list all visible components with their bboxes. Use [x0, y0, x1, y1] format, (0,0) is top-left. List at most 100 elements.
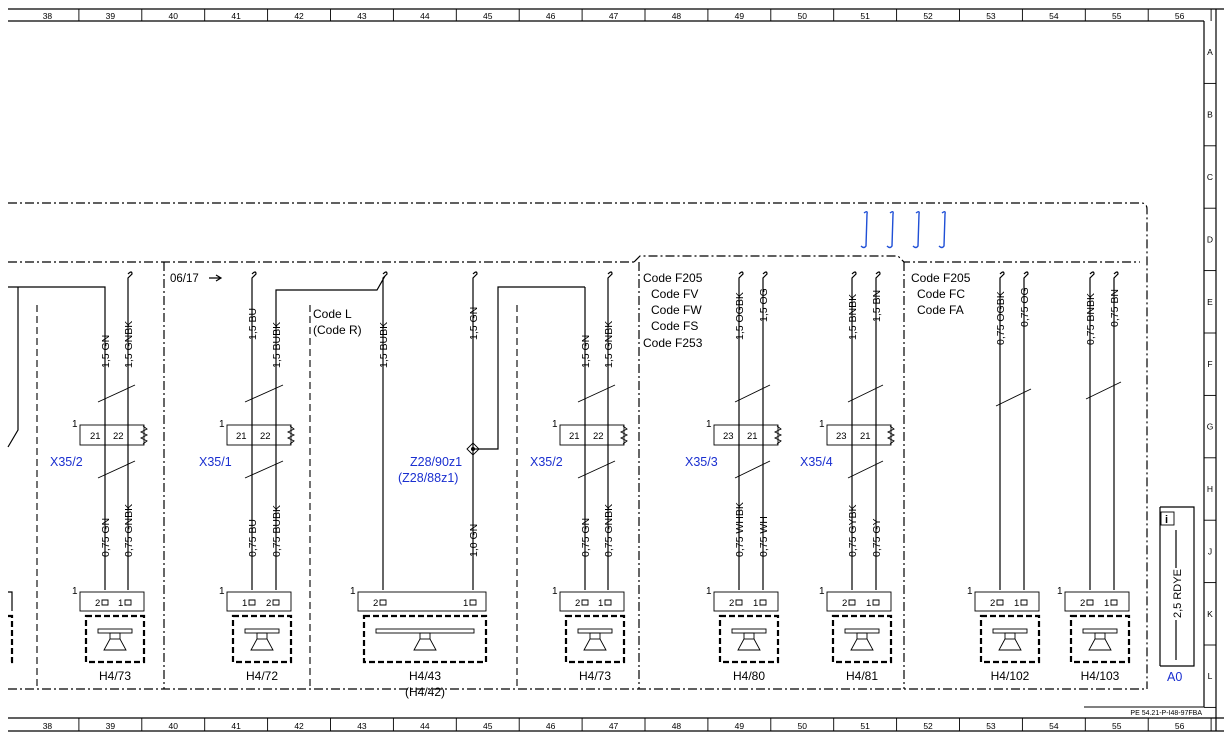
svg-text:Code F253: Code F253: [643, 336, 703, 350]
row-letter: C: [1207, 172, 1213, 182]
a0-wire-label: 2,5 RDYE: [1172, 569, 1184, 618]
speaker-partial-left: [8, 591, 14, 664]
column-number: 40: [169, 11, 179, 21]
column-number: 55: [1112, 721, 1122, 731]
column-number: 51: [860, 721, 870, 731]
shield-bus-symbols: [860, 211, 946, 249]
connector-z28-90z1: Z28/90z1: [410, 455, 462, 469]
column-number: 38: [43, 721, 53, 731]
channel-h4-103-wires: 0,75 BNBK 0,75 BN: [1085, 271, 1122, 590]
column-number: 43: [357, 721, 367, 731]
connector-x35-4: X35/4: [800, 455, 833, 469]
speaker-label: H4/81: [846, 669, 878, 683]
row-letter: A: [1207, 47, 1213, 57]
note-date: 06/17: [170, 273, 199, 285]
connector-z28-88z1: (Z28/88z1): [398, 471, 458, 485]
column-number: 49: [735, 11, 745, 21]
column-number: 52: [923, 11, 933, 21]
svg-text:1,5 GNBK: 1,5 GNBK: [603, 321, 615, 368]
svg-text:1: 1: [72, 586, 78, 597]
speaker-label: H4/73: [99, 669, 131, 683]
svg-text:1,0 GN: 1,0 GN: [468, 524, 480, 557]
svg-text:1: 1: [819, 586, 825, 597]
column-number: 50: [798, 721, 808, 731]
svg-text:2: 2: [266, 598, 271, 609]
svg-text:1: 1: [219, 586, 225, 597]
svg-text:2: 2: [95, 598, 100, 609]
code-l: Code L: [313, 307, 352, 321]
column-number: 46: [546, 721, 556, 731]
column-number: 41: [231, 11, 241, 21]
a0-label: A0: [1167, 670, 1182, 684]
svg-text:1,5 BN: 1,5 BN: [871, 290, 883, 322]
enclosure-lines: [8, 202, 1148, 690]
svg-text:2: 2: [842, 598, 847, 609]
arrow-icon: [209, 274, 223, 282]
svg-text:23: 23: [836, 431, 847, 442]
column-number: 45: [483, 721, 493, 731]
column-number: 48: [672, 721, 682, 731]
svg-text:1: 1: [967, 586, 973, 597]
info-icon[interactable]: i: [1165, 514, 1168, 526]
svg-text:0,75 OG: 0,75 OG: [1019, 287, 1031, 327]
speaker-label: H4/72: [246, 669, 278, 683]
column-number: 47: [609, 11, 619, 21]
svg-text:0,75 GY: 0,75 GY: [871, 518, 883, 557]
svg-text:1: 1: [706, 419, 712, 430]
row-letter: B: [1207, 110, 1213, 120]
column-number: 48: [672, 11, 682, 21]
svg-text:1,5 BUBK: 1,5 BUBK: [378, 322, 390, 368]
column-number: 42: [294, 11, 304, 21]
svg-text:0,75 WH: 0,75 WH: [758, 516, 770, 557]
row-letter: E: [1207, 297, 1213, 307]
channel-x35-1: 1,5 BU 1,5 BUBK 0,75 BU 0,75 BUBK 1 21 2…: [199, 271, 386, 590]
left-feed-wire: [8, 286, 106, 370]
svg-text:1,5 BU: 1,5 BU: [247, 308, 259, 340]
channel-z28: 1,5 BUBK 1,5 GN 1,0 GN Z28/90z1 (Z28/88z…: [378, 271, 585, 590]
svg-text:2: 2: [729, 598, 734, 609]
svg-text:1: 1: [753, 598, 758, 609]
svg-text:Code F205: Code F205: [643, 271, 703, 285]
column-number: 52: [923, 721, 933, 731]
column-number: 54: [1049, 11, 1059, 21]
column-number: 55: [1112, 11, 1122, 21]
svg-text:1: 1: [1014, 598, 1019, 609]
svg-text:2: 2: [373, 598, 378, 609]
svg-text:1: 1: [242, 598, 247, 609]
connector-x35-3: X35/3: [685, 455, 718, 469]
svg-text:21: 21: [90, 431, 101, 442]
svg-text:0,75 GYBK: 0,75 GYBK: [847, 504, 859, 557]
speaker-label: H4/103: [1081, 669, 1120, 683]
svg-text:0,75 GNBK: 0,75 GNBK: [123, 504, 135, 557]
svg-text:0,75 BN: 0,75 BN: [1109, 289, 1121, 327]
code-r: (Code R): [313, 323, 362, 337]
svg-text:1: 1: [1104, 598, 1109, 609]
svg-text:0,75 BUBK: 0,75 BUBK: [271, 505, 283, 557]
column-number: 40: [169, 721, 179, 731]
svg-text:1: 1: [706, 586, 712, 597]
column-number: 45: [483, 11, 493, 21]
svg-text:21: 21: [860, 431, 871, 442]
column-number: 44: [420, 11, 430, 21]
a0-side-panel: i 2,5 RDYE A0: [1159, 506, 1195, 684]
svg-text:2: 2: [1080, 598, 1085, 609]
svg-text:22: 22: [593, 431, 604, 442]
speaker-label: H4/73: [579, 669, 611, 683]
code-list-mid: Code F205 Code FV Code FW Code FS Code F…: [643, 271, 703, 350]
svg-text:1,5 OGBK: 1,5 OGBK: [734, 292, 746, 340]
column-number: 53: [986, 11, 996, 21]
row-letter: F: [1207, 359, 1212, 369]
speaker-h4-72: 1 1 2H4/72: [219, 586, 293, 683]
svg-text:23: 23: [723, 431, 734, 442]
row-letter: L: [1208, 671, 1213, 681]
channel-x35-3: 1,5 OGBK 1,5 OG 0,75 WHBK 0,75 WH 1 23 2…: [685, 271, 783, 590]
row-letter: K: [1207, 609, 1213, 619]
svg-text:1: 1: [219, 419, 225, 430]
